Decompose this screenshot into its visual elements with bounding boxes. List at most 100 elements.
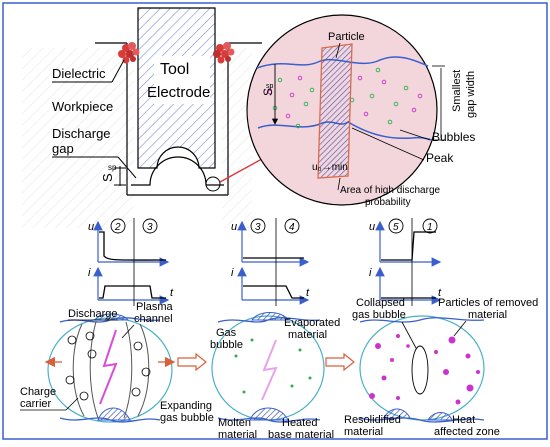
zoom-spot-circle — [205, 176, 221, 192]
stage3-resolidified-label: Resolidified — [344, 414, 401, 426]
graph1-phase-b — [142, 218, 158, 234]
graph2-phase-a — [250, 218, 266, 234]
stage1-top-molten — [94, 313, 130, 321]
stage1-spark — [99, 329, 118, 405]
stage3-affected-zone-label: affected zone — [434, 426, 500, 438]
stage2-molten-material-label: material — [218, 429, 257, 441]
stage3-res-material-label: material — [344, 426, 383, 438]
workpiece-hatch-right — [222, 48, 252, 228]
signal-graphs: u i t 2 3 u i t 3 — [88, 218, 442, 306]
stage2-particles — [234, 338, 312, 394]
stage3-bubble — [359, 315, 485, 421]
stage1-discharge-label: Discharge — [68, 308, 118, 320]
stage3-collapsed-bubble — [411, 345, 429, 395]
stage-collapse: Collapsed gas bubble Particles of remove… — [344, 297, 538, 438]
stage3-heat-zone — [427, 412, 453, 421]
stage-evaporation: Gas bubble Evaporated material Molten ma… — [210, 312, 340, 441]
dielectric-cluster-right — [213, 42, 235, 64]
graph3-i-label: i — [369, 267, 372, 279]
peak-label: Peak — [426, 151, 454, 165]
graph1-i-curve — [99, 285, 166, 299]
dielectric-label: Dielectric — [52, 66, 106, 81]
stage3-heat-label: Heat — [452, 414, 475, 426]
discharge-gap-label-line2: gap — [52, 141, 74, 156]
sp-symbol: S — [100, 173, 115, 182]
discharge-gap-leader — [117, 156, 137, 179]
stage2-top-molten — [251, 312, 289, 321]
graph3-phase-b — [422, 218, 438, 234]
stage1-charge-leader — [65, 397, 79, 411]
tool-label-bg — [154, 56, 210, 104]
gap-width-label: gap width — [465, 71, 477, 118]
graph-set-2: u i t 3 4 — [231, 218, 310, 306]
stage2-base-material-label: base material — [268, 429, 334, 441]
stage2-evaporated-label: Evaporated — [284, 317, 340, 329]
graph-set-1: u i t 2 3 — [88, 218, 174, 306]
particle-leader — [335, 42, 341, 59]
graph2-i-label: i — [231, 267, 234, 279]
peak-leader — [351, 127, 425, 161]
process-stages: Discharge Plasma channel Charge carrier … — [20, 297, 538, 441]
graph1-phase-b-num: 3 — [147, 222, 153, 233]
stage3-resolidified — [383, 408, 411, 419]
graph1-i-label: i — [88, 267, 91, 279]
stage2-material-label: material — [288, 329, 327, 341]
stage1-plasma-leader — [121, 324, 135, 339]
stage3-removed-material-label: material — [468, 309, 507, 321]
graph3-phase-a — [388, 218, 404, 234]
area-label-line2: probability — [365, 197, 411, 208]
stage-arrow-2 — [325, 352, 355, 372]
stage1-expanding-label: Expanding — [160, 400, 212, 412]
tool-electrode-section: Tool Electrode Dielectric Workpiece Disc… — [22, 7, 284, 228]
graph3-t-label: t — [438, 287, 442, 299]
graph1-phase-a-num: 2 — [114, 222, 121, 233]
graph3-u-label: u — [369, 221, 375, 233]
stage2-bottom-molten — [249, 407, 289, 421]
stage3-collapsed-leader — [401, 321, 417, 349]
graph3-phase-a-num: 5 — [393, 222, 399, 233]
graph2-i-curve — [243, 285, 304, 299]
outer-frame — [2, 2, 548, 440]
stage3-top-surface — [359, 317, 485, 323]
sp-subscript: sp — [108, 163, 117, 172]
removed-particles — [369, 334, 480, 405]
dielectric-leader — [111, 59, 125, 83]
graph2-t-label: t — [306, 287, 310, 299]
stage1-bottom-molten — [97, 407, 131, 421]
stage2-bubble-label: bubble — [210, 339, 243, 351]
stage3-collapsed-label: Collapsed — [356, 297, 405, 309]
plasma-line-3 — [123, 321, 133, 419]
ud-min-label: u₀→min — [312, 162, 348, 173]
bubbles-label: Bubbles — [432, 130, 475, 144]
graph2-phase-a-num: 3 — [255, 222, 261, 233]
stage-discharge: Discharge Plasma channel Charge carrier … — [20, 301, 214, 424]
stage-arrow-1 — [177, 352, 207, 372]
stage2-heated-label: Heated — [282, 417, 317, 429]
stage1-bubble — [47, 317, 173, 423]
area-label-line1: Area of high discharge — [340, 185, 441, 196]
electrode-label: Electrode — [147, 84, 210, 101]
plasma-line-2 — [89, 321, 99, 419]
graph3-phase-b-num: 1 — [427, 222, 433, 233]
zoom-detail-section: Particle S sp Smallest gap width Bubbles… — [246, 14, 477, 208]
graph3-u-curve — [381, 231, 436, 261]
stage3-particles-leader — [453, 320, 467, 337]
area-leader — [337, 177, 341, 191]
stage-arrows — [177, 352, 355, 372]
dielectric-cluster-left — [118, 42, 140, 64]
workpiece-hatch-left — [22, 48, 134, 228]
graph-set-3: u i t 5 1 — [369, 218, 442, 306]
zoom-sp-symbol: S — [261, 88, 275, 96]
plasma-line-4 — [137, 323, 150, 417]
stage1-charge-label: Charge — [20, 386, 56, 398]
discharge-gap-label-line1: Discharge — [52, 126, 111, 141]
graph2-phase-b-num: 4 — [289, 222, 295, 233]
graph1-phase-a — [110, 218, 126, 234]
stage3-collapsed-gas-label: gas bubble — [352, 309, 406, 321]
zoom-sp-subscript: sp — [266, 83, 274, 90]
stage3-particles-label: Particles of removed — [438, 297, 538, 309]
smallest-label: Smallest — [451, 70, 463, 112]
graph2-phase-b — [284, 218, 300, 234]
